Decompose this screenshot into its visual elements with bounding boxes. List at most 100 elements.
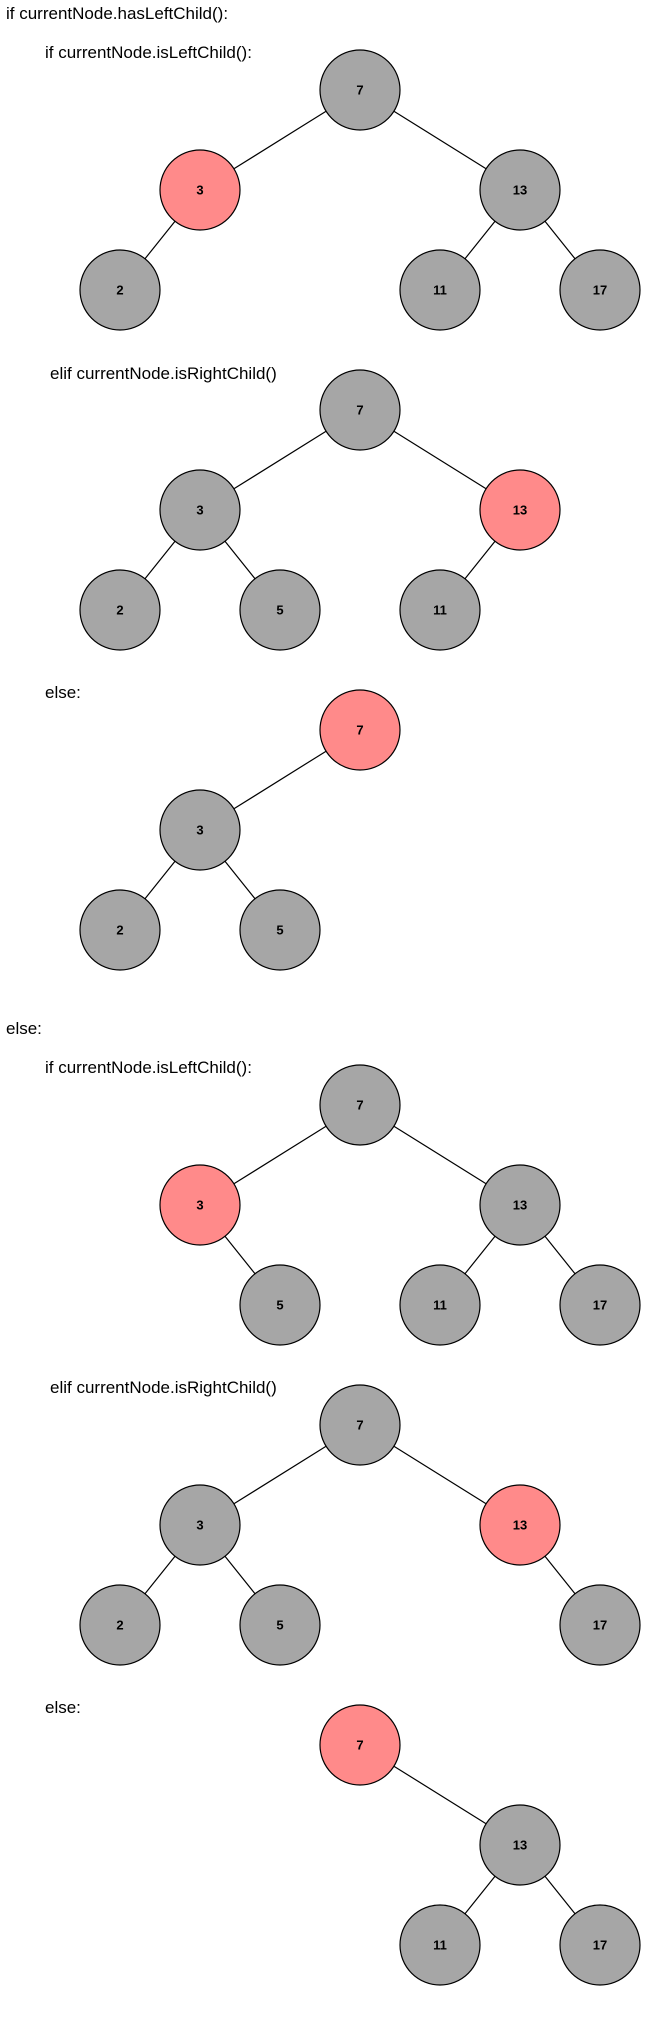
tree-edge	[393, 430, 487, 490]
node-value: 7	[356, 1418, 363, 1433]
node-value: 11	[433, 1298, 447, 1313]
tree-node: 3	[159, 469, 241, 551]
node-circle	[319, 49, 401, 131]
case-label-is-right-child: elif currentNode.isRightChild()	[50, 364, 277, 383]
tree-edge	[233, 110, 327, 170]
node-circle	[559, 1904, 641, 1986]
tree-node: 7	[319, 1064, 401, 1146]
case-label-is-left-child: if currentNode.isLeftChild():	[45, 43, 252, 62]
node-circle	[239, 569, 321, 651]
tree-edge	[144, 540, 176, 580]
node-value: 3	[196, 823, 203, 838]
tree-edge	[224, 540, 256, 580]
tree-node: 2	[79, 249, 161, 331]
node-value: 7	[356, 1098, 363, 1113]
case-label-else: else:	[45, 1698, 81, 1717]
node-circle	[479, 1484, 561, 1566]
tree-node-current: 7	[319, 689, 401, 771]
tree-edge	[144, 220, 176, 260]
node-circle	[479, 469, 561, 551]
node-value: 13	[513, 1518, 527, 1533]
tree-node: 17	[559, 1904, 641, 1986]
node-value: 5	[276, 1618, 283, 1633]
tree-node: 17	[559, 1584, 641, 1666]
node-circle	[79, 889, 161, 971]
tree-edge	[464, 220, 496, 260]
case-label-is-right-child: elif currentNode.isRightChild()	[50, 1378, 277, 1397]
case-label-is-left-child: if currentNode.isLeftChild():	[45, 1058, 252, 1077]
tree-edge	[233, 1445, 327, 1505]
node-value: 7	[356, 403, 363, 418]
tree-diagram: 7 3 13 5 11 17	[159, 1064, 641, 1346]
node-circle	[479, 1164, 561, 1246]
node-circle	[79, 1584, 161, 1666]
node-circle	[319, 689, 401, 771]
tree-node: 11	[399, 1264, 481, 1346]
tree-edge	[464, 540, 496, 580]
node-circle	[79, 569, 161, 651]
tree-edge	[544, 1235, 576, 1275]
node-value: 7	[356, 723, 363, 738]
node-value: 11	[433, 283, 447, 298]
tree-node: 17	[559, 1264, 641, 1346]
tree-edge	[144, 860, 176, 900]
tree-edge	[224, 860, 256, 900]
node-value: 2	[116, 283, 123, 298]
tree-node: 13	[479, 1804, 561, 1886]
node-value: 3	[196, 503, 203, 518]
tree-node-current: 13	[479, 469, 561, 551]
node-circle	[399, 569, 481, 651]
tree-node: 5	[239, 1264, 321, 1346]
node-circle	[559, 1584, 641, 1666]
node-circle	[399, 1904, 481, 1986]
node-value: 13	[513, 1838, 527, 1853]
tree-edge	[464, 1875, 496, 1915]
tree-edge	[544, 220, 576, 260]
node-value: 7	[356, 1738, 363, 1753]
tree-edge	[464, 1235, 496, 1275]
tree-node: 3	[159, 789, 241, 871]
node-value: 2	[116, 923, 123, 938]
node-value: 11	[433, 1938, 447, 1953]
node-value: 17	[593, 1298, 607, 1313]
node-value: 2	[116, 603, 123, 618]
node-value: 11	[433, 603, 447, 618]
tree-edge	[233, 430, 327, 490]
tree-edge	[544, 1875, 576, 1915]
node-circle	[239, 1264, 321, 1346]
node-circle	[479, 1804, 561, 1886]
node-value: 5	[276, 603, 283, 618]
node-value: 5	[276, 1298, 283, 1313]
tree-node: 11	[399, 1904, 481, 1986]
tree-node: 7	[319, 369, 401, 451]
tree-edge	[233, 1125, 327, 1185]
node-value: 17	[593, 1938, 607, 1953]
tree-diagram: 7 13 11 17	[319, 1704, 641, 1986]
tree-node-current: 7	[319, 1704, 401, 1786]
node-circle	[159, 789, 241, 871]
node-circle	[319, 1384, 401, 1466]
tree-node: 17	[559, 249, 641, 331]
node-circle	[319, 1064, 401, 1146]
node-value: 17	[593, 1618, 607, 1633]
node-value: 3	[196, 183, 203, 198]
node-value: 13	[513, 1198, 527, 1213]
tree-node: 5	[239, 889, 321, 971]
node-value: 13	[513, 183, 527, 198]
node-value: 3	[196, 1198, 203, 1213]
node-circle	[79, 249, 161, 331]
tree-node: 11	[399, 569, 481, 651]
tree-edge	[393, 110, 487, 170]
case-label-else: else:	[45, 683, 81, 702]
tree-edge	[144, 1555, 176, 1595]
tree-edge	[224, 1555, 256, 1595]
tree-diagram: 7 3 13 2 5 11	[79, 369, 561, 651]
node-circle	[239, 1584, 321, 1666]
tree-node: 2	[79, 569, 161, 651]
tree-diagram: 7 3 2 5	[79, 689, 401, 971]
section-label-else: else:	[6, 1019, 42, 1038]
tree-edge	[224, 1235, 256, 1275]
